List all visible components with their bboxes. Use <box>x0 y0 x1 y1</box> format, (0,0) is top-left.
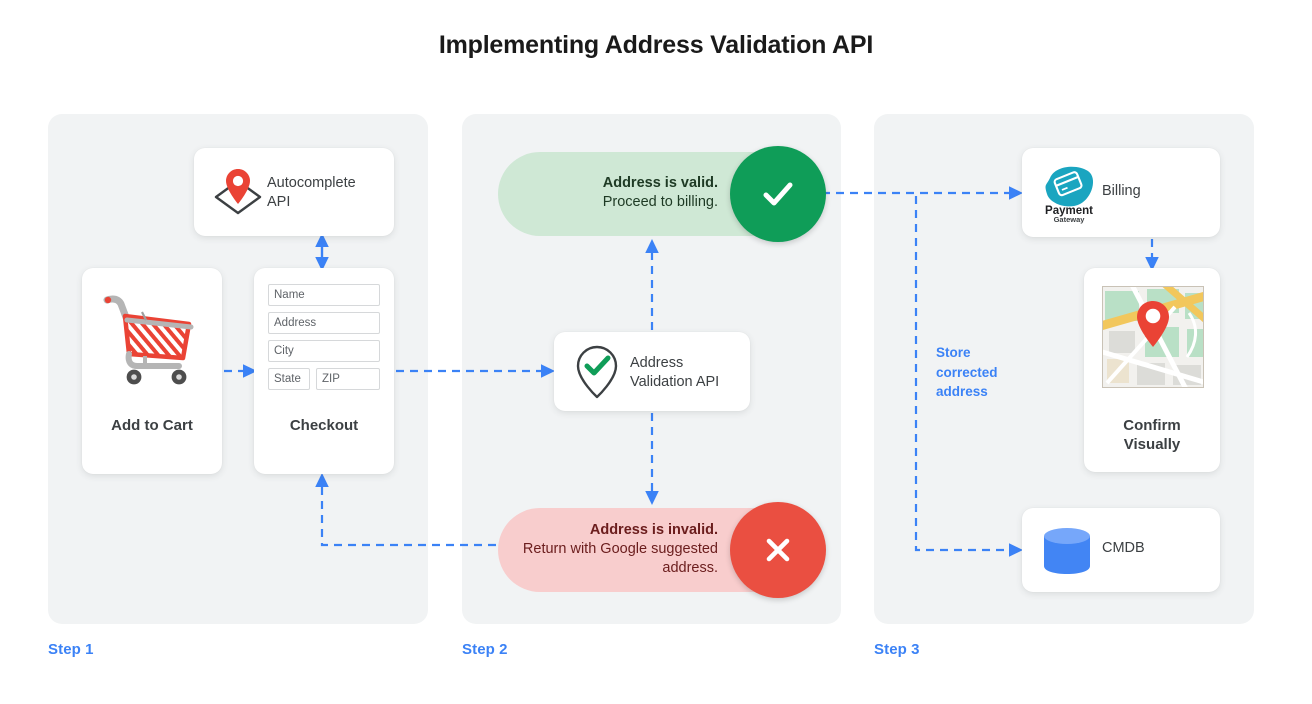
address-valid-pill: Address is valid. Proceed to billing. <box>498 146 826 242</box>
checkout-form: Name Address City State ZIP <box>268 284 380 396</box>
checkout-title: Checkout <box>289 417 359 434</box>
billing-label: Billing <box>1102 183 1141 199</box>
address-invalid-subtext: Return with Google suggested address. <box>522 541 718 576</box>
state-zip-row: State ZIP <box>268 368 380 396</box>
city-field[interactable]: City <box>268 340 380 362</box>
cmdb-card[interactable]: CMDB <box>1022 508 1220 592</box>
valid-status-badge <box>730 146 826 242</box>
confirm-visually-card[interactable]: Confirm Visually <box>1084 268 1220 472</box>
page-title: Implementing Address Validation API <box>438 31 874 59</box>
payment-gateway-icon: Payment Gateway <box>1045 166 1093 224</box>
address-invalid-text: Address is invalid. Return with Google s… <box>510 521 718 578</box>
close-x-icon <box>766 538 790 562</box>
invalid-status-badge <box>730 502 826 598</box>
payment-logo-secondary: Gateway <box>1054 215 1086 224</box>
address-invalid-pill: Address is invalid. Return with Google s… <box>498 502 826 598</box>
confirm-visually-title: Confirm Visually <box>1123 417 1181 453</box>
shopping-cart-icon <box>103 295 194 385</box>
billing-card[interactable]: Payment Gateway Billing <box>1022 148 1220 237</box>
map-pin-diamond-icon <box>214 169 262 215</box>
address-valid-headline: Address is valid. <box>602 175 718 191</box>
autocomplete-api-card[interactable]: Autocomplete API <box>194 148 394 236</box>
autocomplete-api-label: Autocomplete API <box>267 175 356 210</box>
store-corrected-address-note: Store corrected address <box>936 345 998 399</box>
cmdb-label: CMDB <box>1102 540 1145 556</box>
zip-field-text: ZIP <box>322 373 340 385</box>
check-icon <box>763 182 793 206</box>
address-validation-api-label: Address Validation API <box>630 355 720 390</box>
step-3-label: Step 3 <box>874 641 920 658</box>
step-2-label: Step 2 <box>462 641 508 658</box>
address-valid-subtext: Proceed to billing. <box>602 194 718 210</box>
state-field-text: State <box>274 373 301 385</box>
database-cylinder-icon <box>1044 528 1090 574</box>
address-field-text: Address <box>274 317 317 329</box>
name-field-text: Name <box>274 289 305 301</box>
map-thumbnail-icon <box>1102 286 1204 388</box>
city-field-text: City <box>274 345 294 357</box>
step-1-label: Step 1 <box>48 641 94 658</box>
address-validation-api-card[interactable]: Address Validation API <box>554 332 750 411</box>
name-field[interactable]: Name <box>268 284 380 306</box>
address-field[interactable]: Address <box>268 312 380 334</box>
checkout-card[interactable]: Name Address City State ZIP Checkout <box>254 268 394 474</box>
pin-check-icon <box>576 345 618 399</box>
add-to-cart-title: Add to Cart <box>111 417 193 434</box>
add-to-cart-card[interactable]: Add to Cart <box>82 268 222 474</box>
address-invalid-headline: Address is invalid. <box>589 522 718 538</box>
payment-logo-primary: Payment <box>1045 205 1093 217</box>
state-field[interactable]: State <box>268 368 310 390</box>
address-valid-text: Address is valid. Proceed to billing. <box>518 174 718 212</box>
zip-field[interactable]: ZIP <box>316 368 380 390</box>
